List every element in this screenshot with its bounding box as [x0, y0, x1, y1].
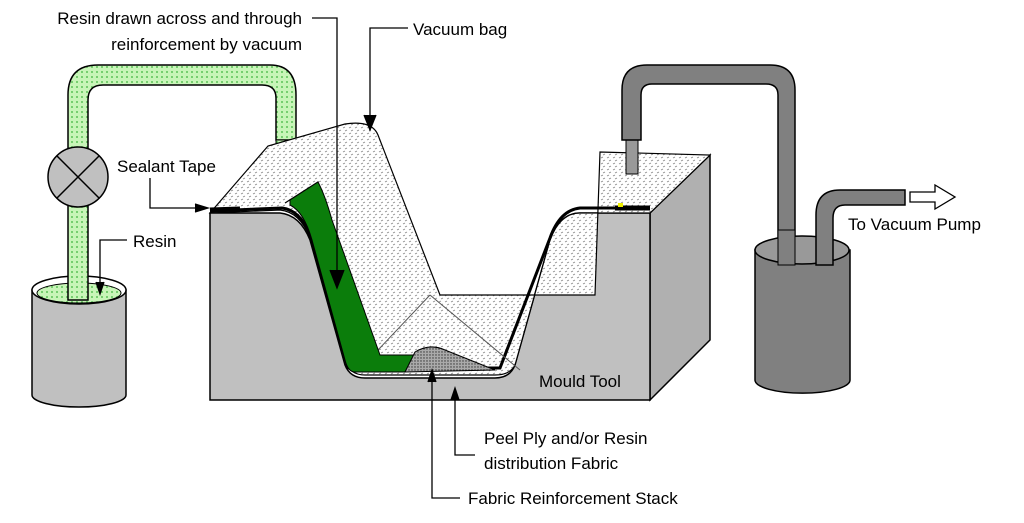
label-resin: Resin: [133, 232, 176, 251]
arrow-to-pump-icon: [909, 183, 957, 211]
label-peel-ply-2: distribution Fabric: [484, 454, 619, 473]
peel-ply-region: [404, 346, 496, 373]
label-sealant-tape: Sealant Tape: [117, 157, 216, 176]
label-to-vacuum-pump: To Vacuum Pump: [848, 215, 981, 234]
label-peel-ply-1: Peel Ply and/or Resin: [484, 429, 647, 448]
leader-lines: [95, 17, 475, 499]
label-resin-drawn-2: reinforcement by vacuum: [111, 35, 302, 54]
valve-icon: [47, 146, 109, 208]
label-mould-tool: Mould Tool: [539, 372, 621, 391]
vacuum-line: [621, 64, 906, 394]
label-vacuum-bag: Vacuum bag: [413, 20, 507, 39]
resin-front-marker: [618, 203, 623, 207]
sealant-tape: [209, 206, 241, 213]
label-resin-drawn-1: Resin drawn across and through: [57, 9, 302, 28]
resin-in-laminate: [289, 181, 416, 373]
label-fabric-stack: Fabric Reinforcement Stack: [468, 489, 678, 508]
